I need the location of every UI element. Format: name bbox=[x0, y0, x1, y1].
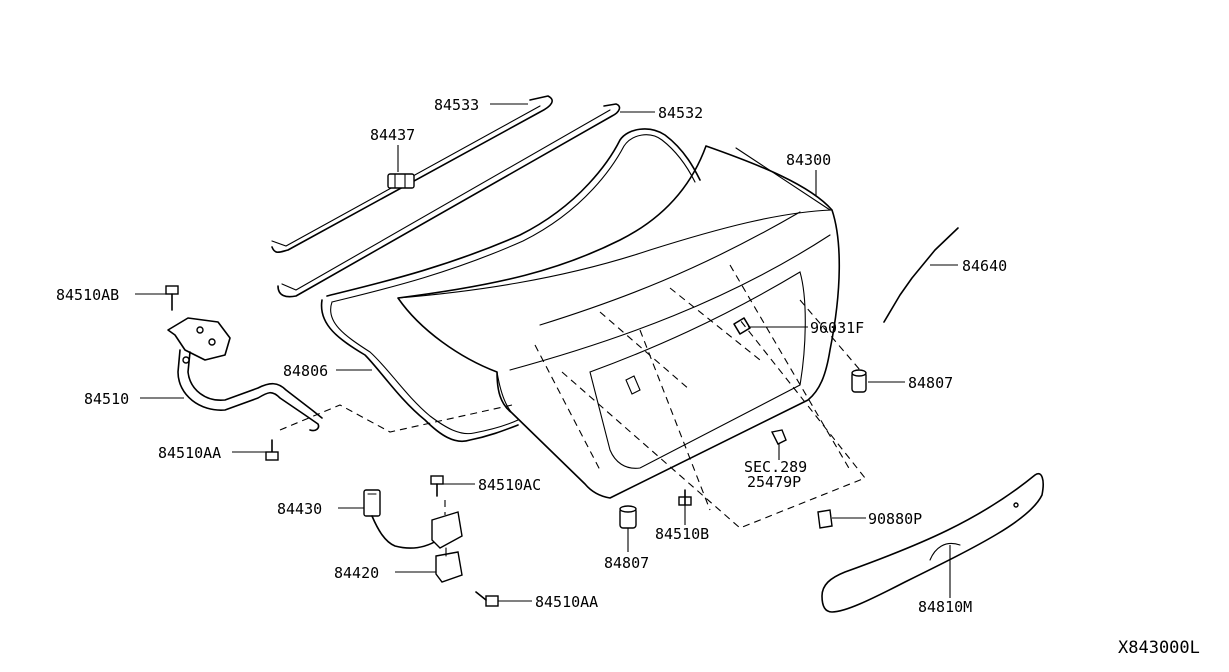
callout-labels: 84533 84532 84437 84300 84640 84510AB 96… bbox=[56, 96, 1007, 616]
label-84300: 84300 bbox=[786, 151, 831, 169]
label-84420: 84420 bbox=[334, 564, 379, 582]
hinge-84510 bbox=[167, 317, 323, 432]
label-25479P: 25479P bbox=[747, 473, 801, 491]
latch-84420 bbox=[431, 511, 463, 583]
label-84640: 84640 bbox=[962, 257, 1007, 275]
clip-96031F bbox=[625, 317, 751, 395]
label-84807-bottom: 84807 bbox=[604, 554, 649, 572]
label-84510AA-top: 84510AA bbox=[158, 444, 221, 462]
label-84510B: 84510B bbox=[655, 525, 709, 543]
label-84510: 84510 bbox=[84, 390, 129, 408]
grommet-25479P bbox=[770, 429, 787, 445]
torsion-rod-84532 bbox=[277, 103, 621, 298]
label-84430: 84430 bbox=[277, 500, 322, 518]
label-90880P: 90880P bbox=[868, 510, 922, 528]
bumper-84807-right bbox=[851, 369, 867, 393]
bolt-84510AC bbox=[430, 475, 444, 497]
mounting-dashed-lines bbox=[279, 264, 866, 529]
bolt-84510AA-bottom bbox=[475, 591, 499, 607]
label-84806: 84806 bbox=[283, 362, 328, 380]
stay-rod-84640 bbox=[883, 227, 959, 323]
drawing-code: X843000L bbox=[1118, 638, 1200, 658]
trunk-lid-84300 bbox=[397, 145, 841, 499]
clip-90880P bbox=[817, 509, 833, 529]
label-84810M: 84810M bbox=[918, 598, 972, 616]
label-84437: 84437 bbox=[370, 126, 415, 144]
trunk-finisher-84810M bbox=[821, 473, 1044, 613]
leader-lines bbox=[135, 103, 958, 602]
latch-cable-84430 bbox=[363, 489, 439, 549]
label-84510AC: 84510AC bbox=[478, 476, 541, 494]
label-96031F: 96031F bbox=[810, 319, 864, 337]
bolt-84510B bbox=[678, 489, 692, 506]
label-sec289: SEC.289 bbox=[744, 458, 807, 476]
weatherstrip-84806 bbox=[320, 128, 701, 442]
label-84510AB: 84510AB bbox=[56, 286, 119, 304]
clip-84437 bbox=[387, 173, 415, 189]
bolt-84510AA-top bbox=[265, 439, 279, 461]
bolt-84510AB bbox=[165, 285, 179, 311]
label-84807-right: 84807 bbox=[908, 374, 953, 392]
torsion-rod-84533 bbox=[271, 95, 553, 254]
label-84510AA-bottom: 84510AA bbox=[535, 593, 598, 611]
bumper-84807-bottom bbox=[619, 505, 637, 529]
label-84533: 84533 bbox=[434, 96, 479, 114]
label-84532: 84532 bbox=[658, 104, 703, 122]
